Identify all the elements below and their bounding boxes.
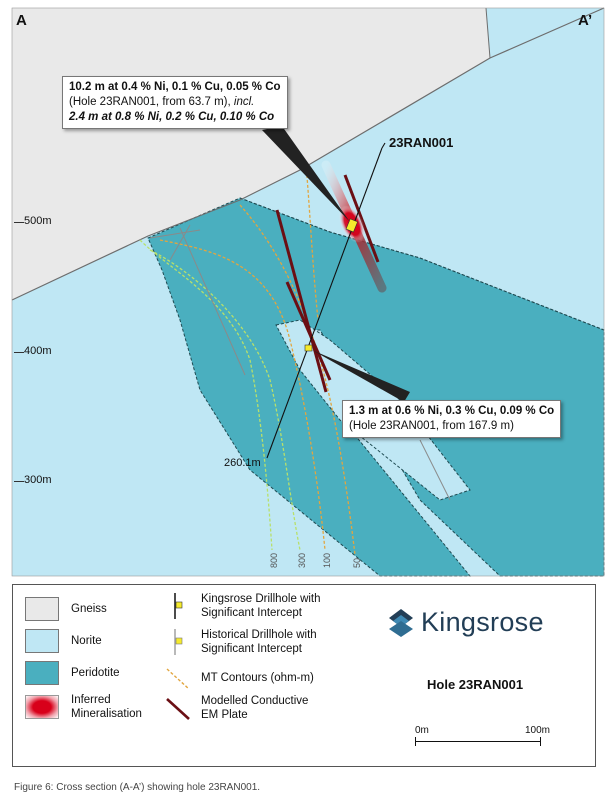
scale-bar (415, 741, 541, 742)
mt-contour-upper (305, 164, 319, 321)
callout-upper-line3: 2.4 m at 0.8 % Ni, 0.2 % Cu, 0.10 % Co (69, 111, 275, 123)
historical-drillhole (169, 224, 191, 261)
callout-lower-line1: 1.3 m at 0.6 % Ni, 0.3 % Cu, 0.09 % Co (349, 405, 555, 417)
scale-start-label: 0m (415, 725, 429, 736)
legend-kings-line2: Significant Intercept (201, 607, 303, 619)
legend-mineralisation: Inferred Mineralisation (25, 693, 142, 721)
historical-drillhole (179, 227, 246, 376)
kingsrose-drillhole-icon (174, 593, 183, 619)
contour-label-300: 300 (297, 552, 307, 568)
end-of-hole-depth: 260.1m (224, 457, 261, 469)
section-frame (11, 7, 605, 577)
section-end-label: A’ (578, 12, 593, 29)
callout-upper-incl: incl. (233, 96, 255, 108)
callout-upper-intercept: 10.2 m at 0.4 % Ni, 0.1 % Cu, 0.05 % Co … (62, 76, 288, 129)
legend-em-line1: Modelled Conductive (201, 695, 309, 707)
legend-peridotite: Peridotite (25, 661, 120, 685)
norite-swatch (25, 629, 59, 653)
mt-contour-icon (166, 668, 190, 690)
mineralisation-swatch (25, 695, 59, 719)
callout-upper-line2: (Hole 23RAN001, from 63.7 m), incl. (69, 95, 281, 110)
legend-mineral-line1: Inferred (71, 694, 111, 706)
topography-line (11, 7, 605, 301)
peridotite-swatch (25, 661, 59, 685)
historical-drillhole (149, 229, 201, 239)
legend-norite-label: Norite (71, 635, 102, 647)
callout-upper-line1: 10.2 m at 0.4 % Ni, 0.1 % Cu, 0.05 % Co (69, 81, 281, 93)
callout-upper-line2-main: (Hole 23RAN001, from 63.7 m), (69, 96, 231, 108)
legend-hist-line2: Significant Intercept (201, 643, 303, 655)
depth-label-400: 400m (24, 345, 52, 357)
legend-panel: Gneiss Norite Peridotite Inferred Minera… (12, 584, 596, 767)
callout-pointer-lower (312, 350, 410, 402)
callout-lower-line2: (Hole 23RAN001, from 167.9 m) (349, 420, 514, 432)
section-start-label: A (16, 12, 27, 29)
mt-contour-50 (239, 204, 356, 556)
callout-lower-intercept: 1.3 m at 0.6 % Ni, 0.3 % Cu, 0.09 % Co (… (342, 400, 562, 438)
historical-drillhole (419, 439, 451, 501)
legend-peridotite-label: Peridotite (71, 667, 120, 679)
contour-label-50: 50 (352, 557, 362, 568)
legend-em-plate: Modelled Conductive EM Plate (163, 693, 308, 723)
scale-bar-tick-start (415, 737, 416, 746)
kingsrose-logo-icon (389, 608, 413, 637)
kingsrose-logo: Kingsrose (389, 607, 544, 638)
em-plate (285, 281, 332, 381)
gneiss-swatch (25, 597, 59, 621)
kingsrose-wordmark: Kingsrose (421, 607, 544, 637)
legend-gneiss: Gneiss (25, 597, 107, 621)
scale-end-label: 100m (525, 725, 551, 736)
hole-label: 23RAN001 (389, 135, 454, 150)
legend-mineral-line2: Mineralisation (71, 708, 142, 720)
contour-label-100: 100 (322, 552, 332, 568)
legend-em-line2: EM Plate (201, 709, 248, 721)
depth-tick (14, 222, 24, 223)
drillhole-collar (381, 142, 386, 149)
figure-caption: Figure 6: Cross section (A-A’) showing h… (14, 782, 261, 793)
scale-bar-tick-end (540, 737, 541, 746)
historical-drillhole-icon (174, 629, 183, 655)
depth-label-500: 500m (24, 215, 52, 227)
legend-historical-drillhole: Historical Drillhole with Significant In… (163, 627, 317, 657)
intercept-marker-lower (304, 344, 313, 352)
depth-label-300: 300m (24, 474, 52, 486)
mt-contour-800 (139, 239, 273, 551)
gneiss-contact (485, 7, 491, 59)
legend-hole-title: Hole 23RAN001 (427, 677, 524, 692)
legend-hist-line1: Historical Drillhole with (201, 629, 317, 641)
legend-norite: Norite (25, 629, 102, 653)
callout-pointer-upper (262, 126, 350, 222)
legend-kingsrose-drillhole: Kingsrose Drillhole with Significant Int… (163, 591, 321, 621)
legend-mt-contours: MT Contours (ohm-m) (163, 663, 314, 693)
intercept-marker-upper (345, 218, 358, 233)
em-plate (275, 209, 328, 393)
drillhole-23ran001 (266, 147, 383, 459)
cross-section-panel: A A’ 500m 400m 300m 10.2 m at 0.4 % Ni, … (11, 7, 605, 577)
mt-contour-100 (159, 239, 326, 551)
em-plate-icon (166, 698, 190, 720)
legend-kings-line1: Kingsrose Drillhole with (201, 593, 321, 605)
depth-tick (14, 352, 24, 353)
legend-gneiss-label: Gneiss (71, 603, 107, 615)
contour-label-800: 800 (269, 552, 279, 568)
mt-contour-300 (149, 249, 301, 551)
legend-mt-label: MT Contours (ohm-m) (201, 672, 314, 684)
depth-tick (14, 481, 24, 482)
